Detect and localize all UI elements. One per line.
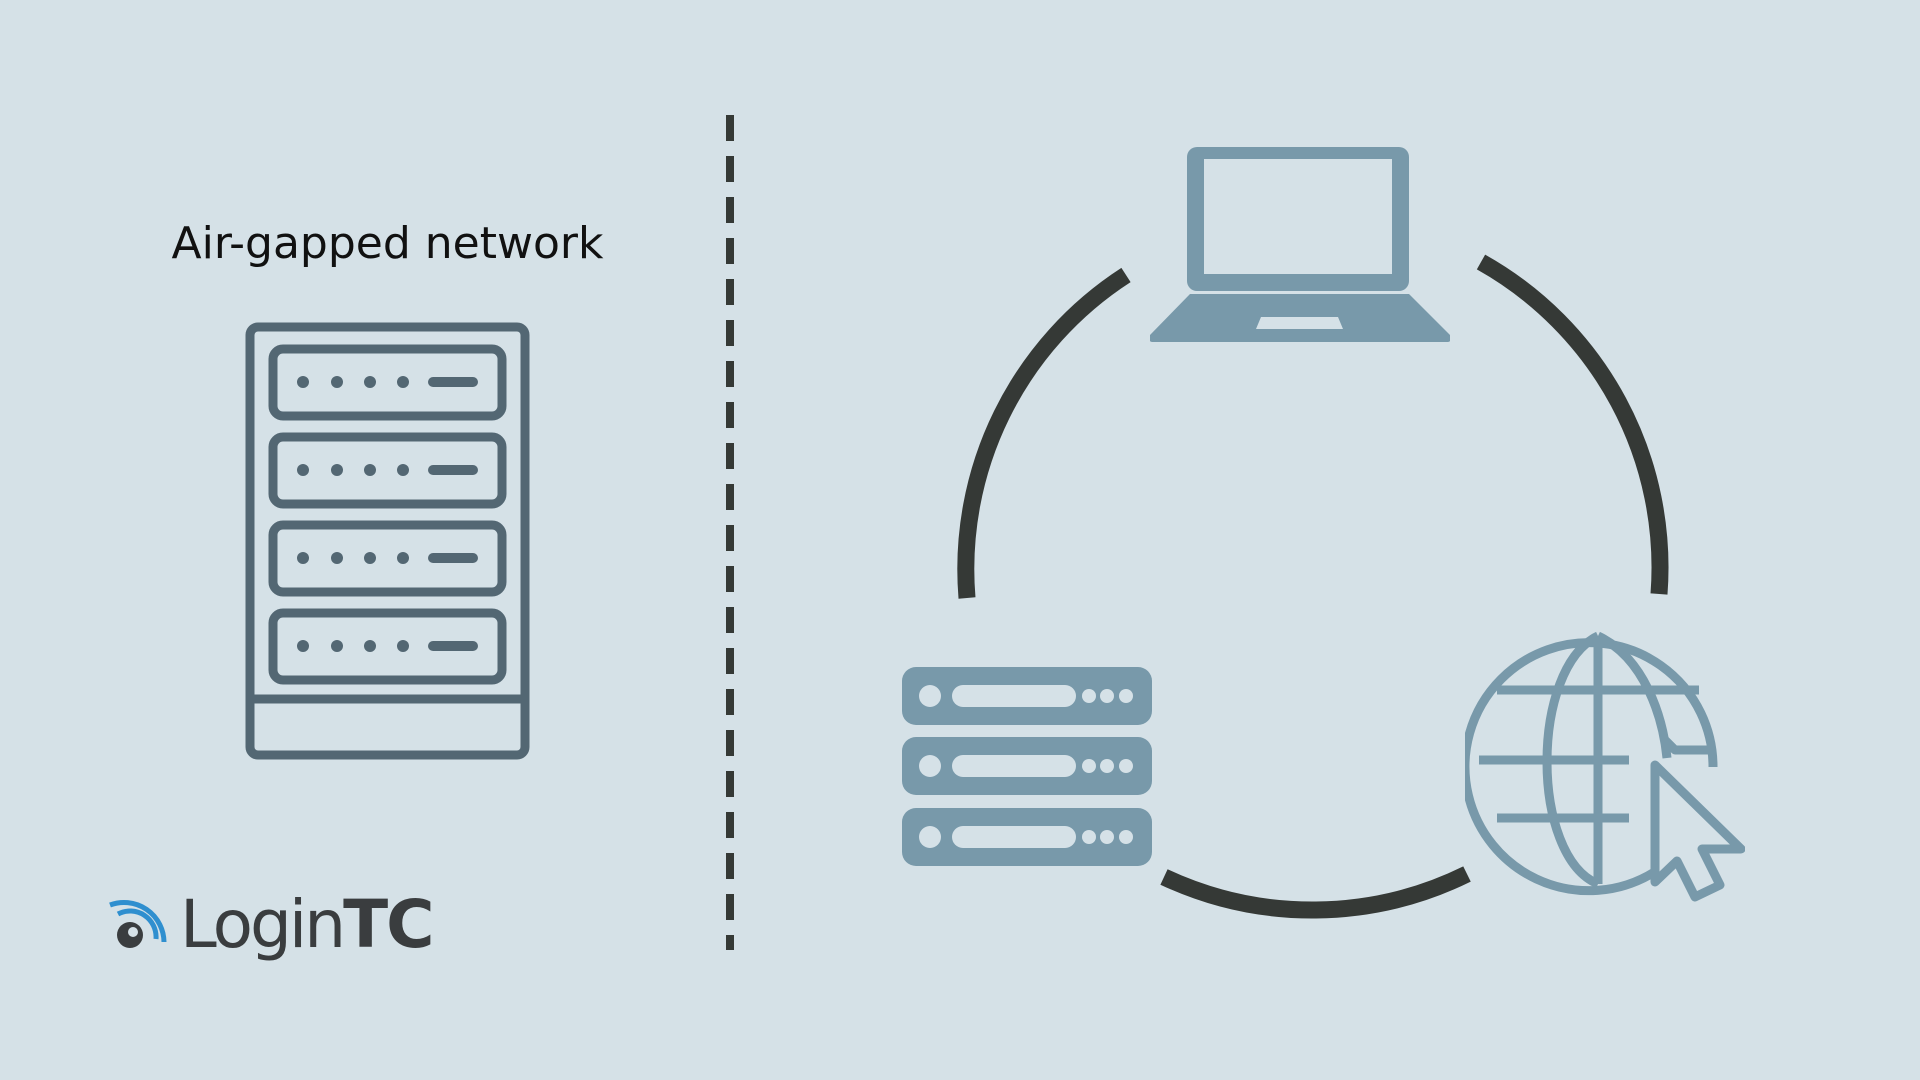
laptop-icon <box>1150 147 1450 342</box>
diagram-title: Air-gapped network <box>171 218 604 269</box>
air-gap-divider <box>726 115 734 950</box>
server-stack-icon <box>902 667 1152 866</box>
logintc-logo: LoginTC <box>104 888 435 973</box>
logo-mark-icon <box>109 899 167 948</box>
globe-cursor-icon <box>1465 631 1745 902</box>
cycle-arc-right <box>1476 254 1669 595</box>
logo-text-tc: TC <box>343 886 434 963</box>
cycle-arc-left <box>957 267 1131 599</box>
logo-text-login: Login <box>180 886 346 963</box>
logo-wordmark: LoginTC <box>180 892 435 958</box>
server-rack-icon <box>245 322 530 760</box>
cycle-arc-bottom <box>1160 866 1471 919</box>
cursor-arrow <box>1650 760 1745 902</box>
